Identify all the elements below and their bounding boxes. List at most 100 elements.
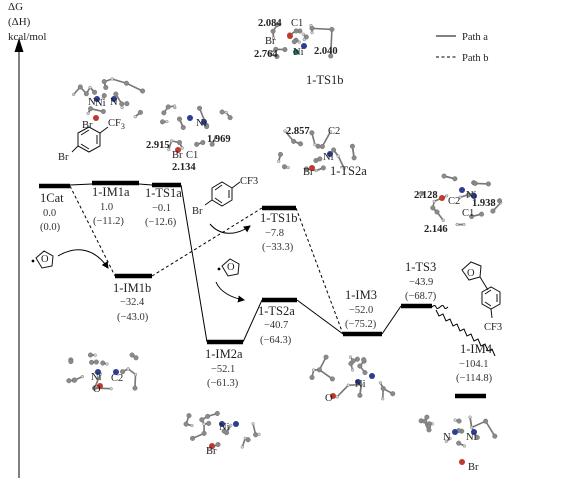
atom [257, 432, 261, 436]
atom [101, 79, 107, 85]
mol-im2a-structure [183, 410, 261, 451]
ts2a-c2-label: C2 [328, 126, 340, 137]
h-cat: (0.0) [40, 222, 61, 233]
ts2a-br-label: Br [303, 167, 314, 178]
atom [206, 420, 212, 426]
atom-accent [95, 369, 101, 375]
bond [94, 387, 112, 390]
atom [214, 410, 220, 416]
atom [291, 39, 297, 45]
dist-ts1a-b: 2.915 [146, 140, 170, 151]
atom-accent [287, 33, 293, 39]
h-ts2a: (−64.3) [260, 335, 292, 346]
atom [88, 85, 92, 90]
atom [381, 397, 385, 401]
atom [204, 124, 210, 130]
atom-accent [94, 96, 100, 102]
g-im3: −52.0 [349, 305, 373, 316]
atom [362, 370, 368, 376]
atom [270, 28, 276, 34]
atom [245, 437, 251, 443]
atom [209, 141, 215, 147]
atom [165, 120, 169, 124]
atom [462, 444, 466, 448]
atom [354, 356, 360, 362]
atom [183, 421, 189, 427]
g-cat: 0.0 [43, 208, 56, 219]
atom-accent [330, 393, 336, 399]
atom [101, 93, 107, 99]
im1a-n1-label: N [88, 97, 96, 108]
atom [219, 109, 225, 115]
aryl2-cf3-label: CF3 [240, 176, 258, 187]
atom [103, 84, 109, 90]
atom [72, 92, 76, 97]
atom-accent [459, 459, 465, 465]
atom [291, 138, 297, 144]
g-ts1a: −0.1 [152, 203, 171, 214]
atom [432, 199, 436, 203]
atom [283, 129, 287, 133]
atom [180, 124, 186, 130]
atom [430, 205, 436, 211]
atom-accent [219, 421, 225, 427]
path-b-ts1b-im3 [295, 207, 344, 335]
ts1b-ni-label: Ni [293, 47, 304, 58]
atom [320, 165, 326, 171]
atom [224, 110, 228, 115]
atom [293, 28, 299, 34]
atom [456, 418, 462, 424]
h-ts1b: (−33.3) [262, 242, 294, 253]
atom [72, 377, 78, 383]
atom [86, 111, 90, 115]
atom [301, 32, 305, 36]
atom-accent [113, 369, 119, 375]
atom [119, 101, 125, 107]
atom [180, 146, 184, 150]
mol-im1a-structure [72, 77, 146, 121]
label-cat: 1Cat [40, 191, 64, 205]
atom [328, 130, 333, 134]
atom [68, 359, 74, 365]
state-labels: 1Cat 0.0 (0.0) 1-IM1a 1.0 (−11.2) 1-TS1a… [40, 185, 493, 389]
atom [77, 84, 83, 90]
im2a-br-label: Br [206, 446, 217, 457]
aryl-cf3-label: CF3 [108, 118, 125, 131]
bond [93, 373, 102, 389]
im1a-br-label: Br [82, 120, 93, 131]
atom [286, 165, 290, 170]
atom [309, 130, 315, 136]
arrow-to-ts1b [209, 223, 251, 234]
atom [297, 40, 301, 44]
g-im2a: −52.1 [211, 364, 235, 375]
atom [468, 415, 472, 419]
atom [453, 418, 457, 422]
atom-accent [355, 379, 361, 385]
axis-unit: kcal/mol [8, 31, 47, 43]
atom [336, 154, 340, 158]
atom [485, 181, 491, 187]
bond [329, 29, 333, 57]
label-ts1a: 1-TS1a [145, 186, 182, 200]
atom [132, 385, 138, 391]
atom [169, 139, 174, 143]
ts1a-ni-label: Ni [196, 118, 207, 129]
atom [271, 36, 276, 40]
label-im2a: 1-IM2a [205, 347, 243, 361]
h-im1b: (−43.0) [117, 312, 149, 323]
atom-accent [369, 373, 375, 379]
atom [350, 358, 356, 364]
atom [350, 368, 355, 372]
h-im1a: (−11.2) [93, 216, 124, 227]
mol-ts2a-structure [277, 129, 357, 173]
atom-accent [187, 115, 193, 121]
aryl-bromide-structure-1: CF3 Br [58, 118, 125, 163]
path-a-im1a-ts1a [138, 183, 153, 186]
atom [316, 367, 322, 373]
atom [302, 37, 306, 42]
atom-accent [233, 421, 239, 427]
im4-br-label: Br [468, 462, 479, 473]
atom [123, 80, 129, 86]
atom [240, 445, 244, 449]
ts2a-ni-label: Ni [323, 152, 334, 163]
